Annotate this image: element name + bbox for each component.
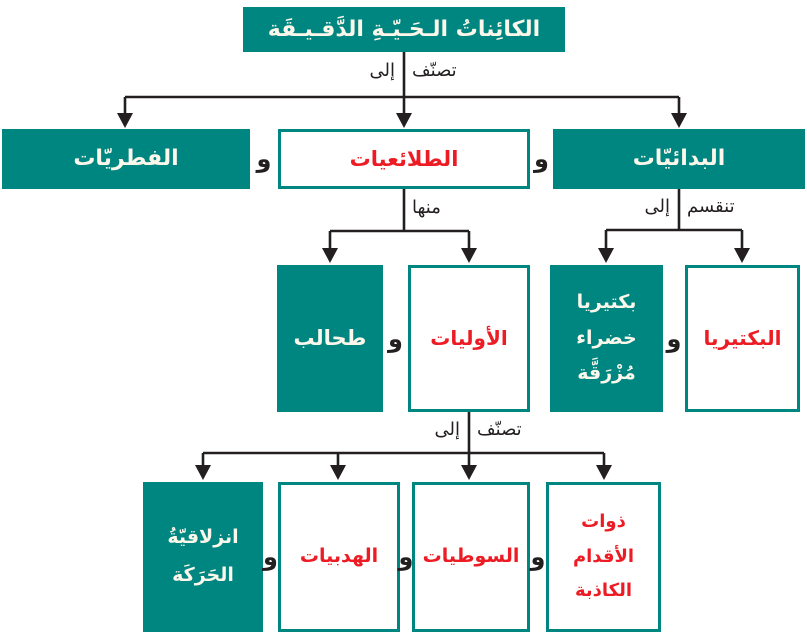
node-pseudopods: ذوات الأقدام الكاذبة <box>546 482 661 632</box>
node-fungi: الفطريّات <box>2 129 250 189</box>
edge-label-root-classify-word1: تصنّف <box>412 60 457 81</box>
and-separator: و <box>398 543 414 571</box>
node-ciliates: الهدبيات <box>278 482 400 632</box>
node-line: الحَرَكَة <box>172 564 234 587</box>
and-separator: و <box>534 145 549 173</box>
edge-label-monera-split-word1: تنقسم <box>687 196 735 217</box>
node-protista: الطلائعيات <box>278 129 530 189</box>
node-line: الكاذبة <box>574 580 633 602</box>
arrowheads <box>117 113 750 480</box>
node-line: انزلاقيّةُ <box>167 526 239 549</box>
and-separator: و <box>666 324 682 353</box>
and-separator: و <box>256 145 272 173</box>
edge-label-root-classify-word2: إلى <box>369 60 396 81</box>
edge-label-protista-from: منها <box>412 197 441 218</box>
edge-label-protozoa-classify-word1: تصنّف <box>477 419 522 440</box>
node-line: الأقدام <box>572 545 635 567</box>
and-separator: و <box>263 543 278 571</box>
node-protozoa: الأوليات <box>408 265 530 412</box>
edge-label-protozoa-classify-word2: إلى <box>434 419 461 440</box>
and-separator: و <box>530 543 546 571</box>
edge-label-monera-split-word2: إلى <box>644 196 671 217</box>
tree-edges <box>123 52 744 467</box>
node-line: خضراء <box>576 326 637 349</box>
node-monera: البدائيّات <box>553 129 805 189</box>
node-algae: طحالب <box>277 265 383 412</box>
node-blue-green-bacteria: بكتيريا خضراء مُزْرَقَّة <box>550 265 663 412</box>
and-separator: و <box>388 324 403 353</box>
node-line: مُزْرَقَّة <box>577 362 636 385</box>
node-flagellates: السوطيات <box>412 482 530 632</box>
node-bacteria: البكتيريا <box>685 265 800 412</box>
node-line: ذوات <box>581 511 626 533</box>
node-line: بكتيريا <box>576 290 637 313</box>
node-microorganisms-root: الكائِناتُ الـحَـيّـةِ الدَّقـيـقَة <box>243 7 565 52</box>
node-gliding-motion: انزلاقيّةُ الحَرَكَة <box>143 482 263 632</box>
